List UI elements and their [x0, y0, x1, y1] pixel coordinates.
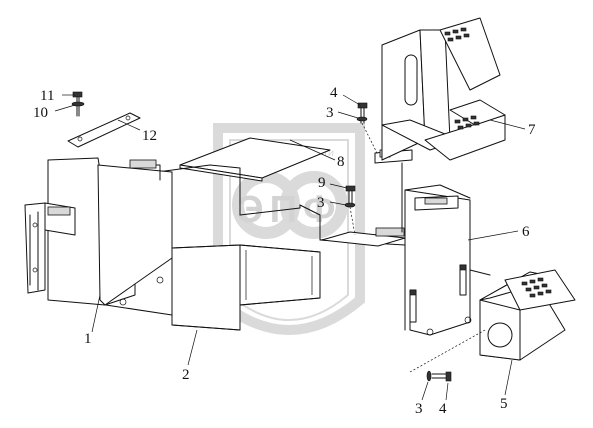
part-4-bolt-lower [409, 329, 486, 382]
callout-6: 6 [522, 224, 530, 240]
part-3-washer-upper [356, 116, 368, 122]
step-tread-holes [444, 27, 480, 130]
part-1-side-panel [24, 157, 173, 316]
part-6-frame [134, 149, 491, 336]
part-7-upper-step [381, 17, 506, 161]
callout-3-middle: 3 [317, 195, 325, 211]
callout-11: 11 [40, 88, 54, 104]
callout-4-upper: 4 [330, 85, 338, 101]
callout-12: 12 [142, 128, 157, 144]
callout-labels: 11 10 12 4 3 7 8 9 3 6 1 2 3 4 5 [33, 85, 536, 417]
callout-3-upper: 3 [326, 105, 334, 121]
lower-step-tread-holes [521, 277, 552, 298]
callout-7: 7 [528, 122, 536, 138]
part-5-lower-step [479, 269, 576, 361]
part-3-washer-middle [344, 202, 356, 208]
callout-5: 5 [500, 396, 508, 412]
part-11-bolt [72, 91, 83, 117]
callout-8: 8 [337, 154, 345, 170]
leader-lines [54, 94, 526, 401]
callout-1: 1 [84, 331, 92, 347]
callout-4-lower: 4 [439, 401, 447, 417]
watermark-center-text: ЭПФ [237, 189, 342, 231]
part-3-washer-lower [426, 370, 432, 382]
callout-2: 2 [182, 367, 190, 383]
part-12-strap [67, 112, 141, 148]
part-8-plate [179, 137, 331, 182]
callout-3-lower: 3 [415, 401, 423, 417]
callout-10: 10 [33, 105, 48, 121]
callout-9: 9 [318, 175, 326, 191]
